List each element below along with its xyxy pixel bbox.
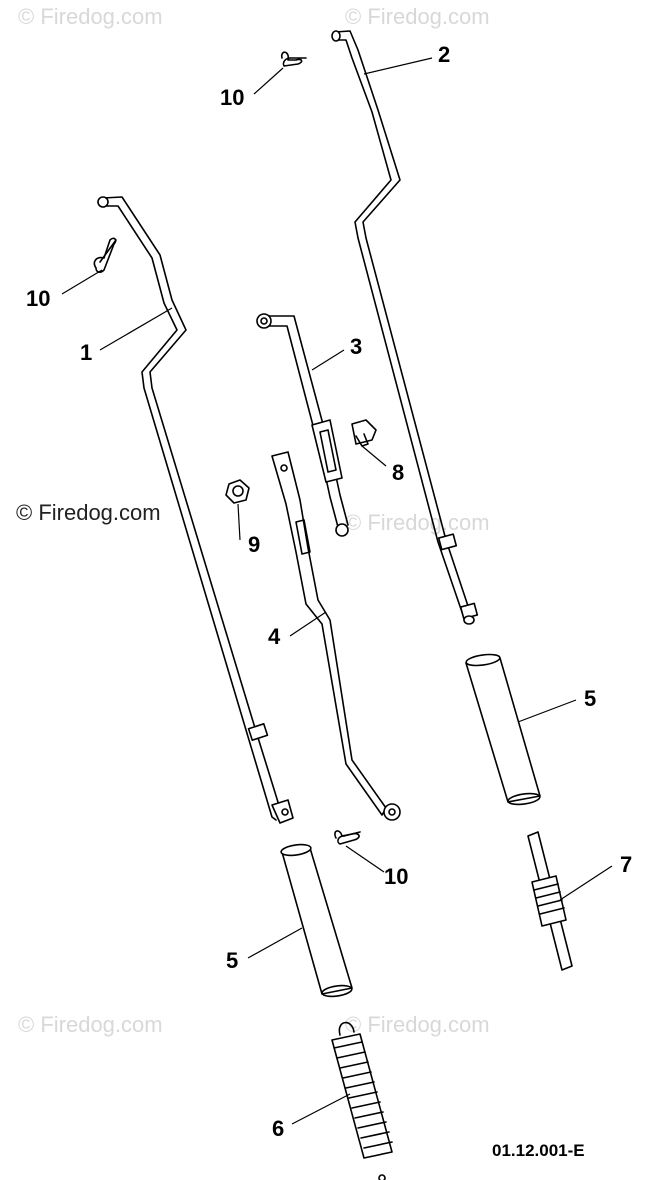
part-2-rod <box>331 30 479 625</box>
part-5-sleeve-right <box>465 653 541 806</box>
callout-6: 6 <box>272 1116 284 1141</box>
leader-10-left <box>61 269 103 295</box>
callout-2: 2 <box>438 42 450 67</box>
leader-8 <box>361 445 387 467</box>
leader-9 <box>237 503 241 541</box>
part-6-spring <box>331 1021 393 1180</box>
watermark-bottom-left: © Firedog.com <box>18 1012 163 1037</box>
leader-7 <box>559 865 613 901</box>
part-10-clip-top <box>280 51 307 67</box>
leader-6 <box>291 1093 351 1125</box>
watermark-bottom-right: © Firedog.com <box>345 1012 490 1037</box>
part-1-rod <box>97 196 294 824</box>
part-10-clip-bottom <box>334 830 361 845</box>
callout-4: 4 <box>268 624 281 649</box>
watermark-top-right: © Firedog.com <box>345 4 490 29</box>
part-9-nut <box>225 479 250 504</box>
callout-5-right: 5 <box>584 686 596 711</box>
callout-10-top: 10 <box>220 85 244 110</box>
diagram-code: 01.12.001-E <box>492 1141 585 1160</box>
leader-1 <box>99 307 173 351</box>
callout-5-left: 5 <box>226 948 238 973</box>
part-8-pin <box>351 419 377 447</box>
callout-8: 8 <box>392 460 404 485</box>
callout-1: 1 <box>80 340 92 365</box>
leader-5-right <box>517 699 577 723</box>
callout-10-left: 10 <box>26 286 50 311</box>
callout-7: 7 <box>620 852 632 877</box>
callout-9: 9 <box>248 532 260 557</box>
callout-3: 3 <box>350 334 362 359</box>
callout-10-bottom: 10 <box>384 864 408 889</box>
leader-10-top <box>253 67 284 95</box>
leader-5-left <box>247 927 303 959</box>
watermark-mid-left: © Firedog.com <box>16 500 161 525</box>
part-3-linkage <box>256 313 349 537</box>
leader-2 <box>363 57 433 75</box>
part-7-spring <box>527 831 573 971</box>
part-5-sleeve-left <box>280 843 353 998</box>
leader-10-bottom <box>345 845 385 873</box>
watermark-top-left: © Firedog.com <box>18 4 163 29</box>
leader-3 <box>311 349 345 371</box>
watermark-mid-right: © Firedog.com <box>345 510 490 535</box>
part-4-linkage <box>271 451 401 821</box>
leader-4 <box>289 611 327 637</box>
part-10-clip-left <box>93 237 117 273</box>
